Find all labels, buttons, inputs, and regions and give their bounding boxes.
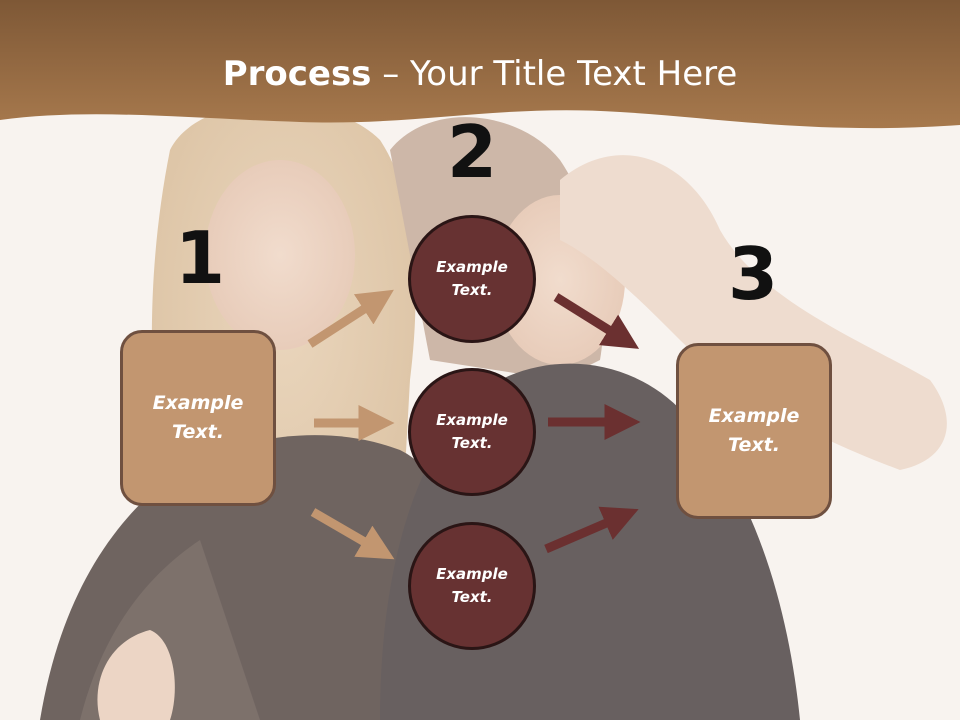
step-number-2: 2 — [446, 110, 498, 194]
title-rest: – Your Title Text Here — [371, 54, 738, 94]
circle-step-2-middle: Example Text. — [408, 368, 536, 496]
slide-title: Process – Your Title Text Here — [0, 52, 960, 96]
arrow-box1-to-circle1 — [307, 289, 394, 348]
header-banner — [0, 0, 960, 129]
step-box-1: Example Text. — [120, 330, 276, 506]
arrow-circle1-to-box3 — [553, 293, 640, 349]
step-number-1: 1 — [174, 216, 226, 300]
circle-step-2-bottom: Example Text. — [408, 522, 536, 650]
arrow-box1-to-circle3 — [310, 508, 395, 560]
step-number-3: 3 — [727, 232, 779, 316]
circle-step-2-top: Example Text. — [408, 215, 536, 343]
title-bold: Process — [222, 54, 372, 94]
step-box-3: Example Text. — [676, 343, 832, 519]
arrow-circle3-to-box3 — [544, 506, 639, 554]
